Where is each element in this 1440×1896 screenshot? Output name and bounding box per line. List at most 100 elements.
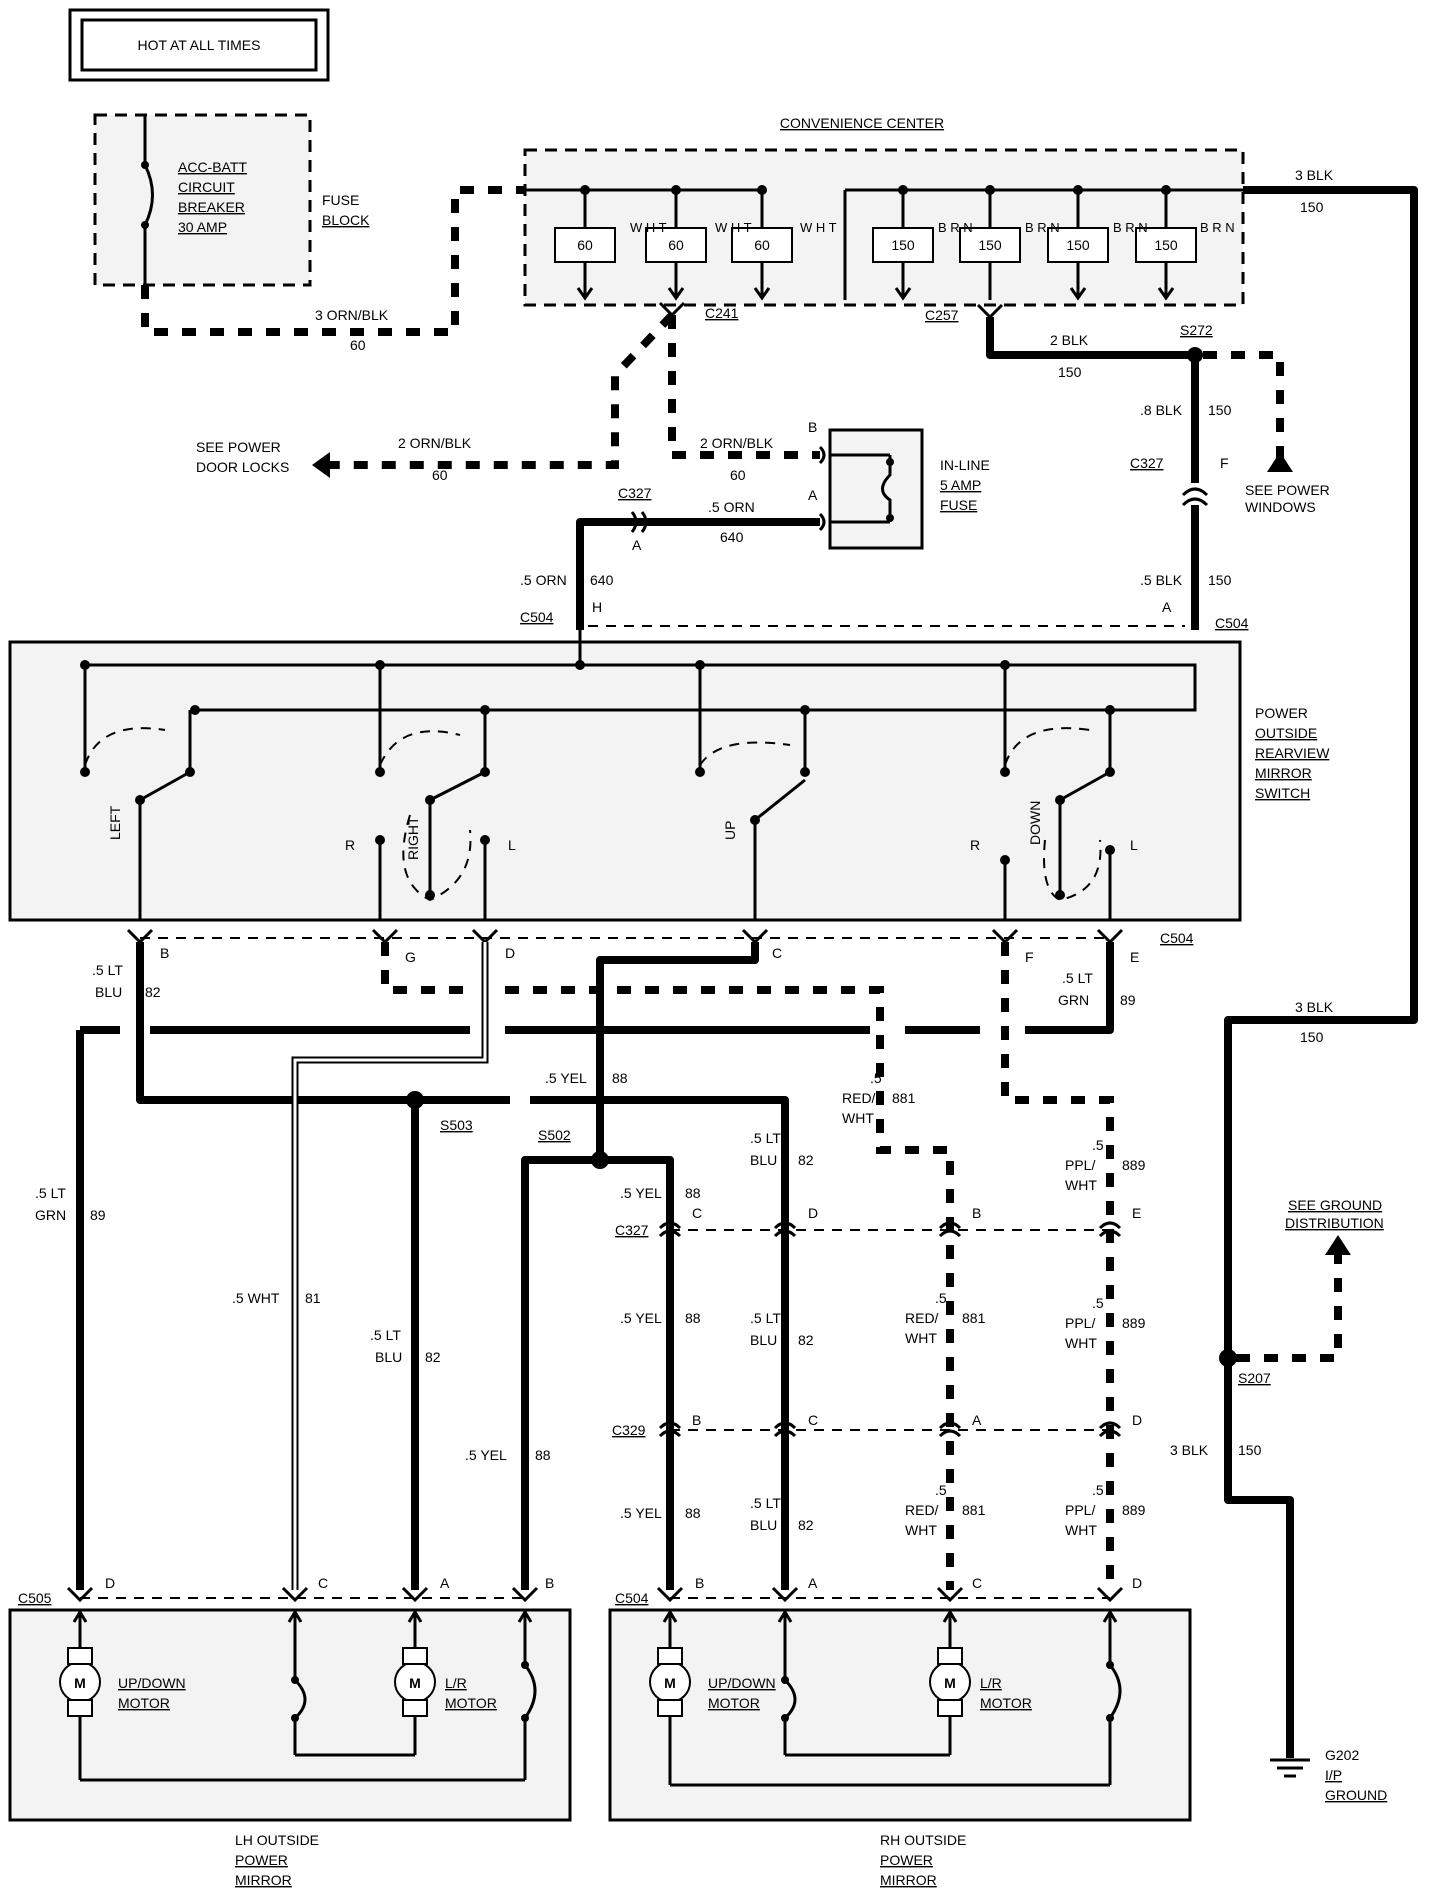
wire-150-s272: 150	[1058, 364, 1082, 380]
splice-s272: S272	[1180, 322, 1213, 338]
wire-wht-881-3: WHT	[905, 1522, 937, 1538]
fuse-block-label-2: BLOCK	[322, 212, 370, 228]
pin-a-c504-top: A	[1162, 599, 1172, 615]
wire-5-yel-rh-2: .5 YEL	[620, 1310, 662, 1326]
wire-88-lh: 88	[535, 1447, 551, 1463]
ground-label-3: GROUND	[1325, 1787, 1387, 1803]
rh-lr-m: M	[944, 1675, 956, 1691]
conn-c241: C241	[705, 305, 739, 321]
pos-right: RIGHT	[405, 816, 421, 860]
wire-150-8blk: 150	[1208, 402, 1232, 418]
svg-text:60: 60	[577, 237, 593, 253]
lh-lr-label-1: L/R	[445, 1675, 467, 1691]
wire-lt-blu-b-2: BLU	[95, 984, 122, 1000]
rh-mirror-label-3: MIRROR	[880, 1872, 937, 1888]
wire-5-881-2: .5	[935, 1290, 947, 1306]
pin-h-c504: H	[592, 599, 602, 615]
fuse-block: ACC-BATT CIRCUIT BREAKER 30 AMP FUSE BLO…	[93, 113, 370, 287]
fuse-150-a: 150	[872, 185, 934, 301]
wire-5-889-1: .5	[1092, 1137, 1104, 1153]
fuse-60-b: 60	[645, 185, 707, 301]
brn-label-4: B R N	[1200, 220, 1235, 235]
c327-lower-pins	[658, 1221, 1122, 1238]
wire-red-881-2: RED/	[905, 1310, 939, 1326]
wire-ppl-889-3: PPL/	[1065, 1502, 1095, 1518]
wire-82-rh-2: 82	[798, 1332, 814, 1348]
wire-60-right: 60	[730, 467, 746, 483]
wire-150-5blk: 150	[1208, 572, 1232, 588]
wire-60-left: 60	[432, 467, 448, 483]
switch-label-2: OUTSIDE	[1255, 725, 1317, 741]
wire-88-c: 88	[612, 1070, 628, 1086]
pin-b-c329: B	[692, 1412, 701, 1428]
ground-label-2: I/P	[1325, 1767, 1342, 1783]
switch-label-3: REARVIEW	[1255, 745, 1330, 761]
see-door-locks-1: SEE POWER	[196, 439, 281, 455]
wire-blu-rh-2: BLU	[750, 1332, 777, 1348]
pin-b-c327: B	[972, 1205, 981, 1221]
wire-640: 640	[720, 529, 744, 545]
wire-lt-rh-2: .5 LT	[750, 1310, 781, 1326]
wire-82-b: 82	[145, 984, 161, 1000]
pos-r-2: R	[970, 837, 980, 853]
wire-5-wht: .5 WHT	[232, 1290, 280, 1306]
wire-lt-rh-1a: .5 LT	[750, 1130, 781, 1146]
pos-left: LEFT	[107, 805, 123, 840]
wire-lt-grn-l-1: .5 LT	[35, 1185, 66, 1201]
lh-mirror-label-3: MIRROR	[235, 1872, 292, 1888]
pin-c-c504: C	[772, 945, 782, 961]
see-ground-2: DISTRIBUTION	[1285, 1215, 1384, 1231]
pos-r-1: R	[345, 837, 355, 853]
wire-3-orn-blk: 3 ORN/BLK	[315, 307, 389, 323]
wht-label-2: W H T	[715, 220, 752, 235]
rh-lr-label-1: L/R	[980, 1675, 1002, 1691]
wire-88-rh-3: 88	[685, 1505, 701, 1521]
pos-l-1: L	[508, 837, 516, 853]
c329-pins	[658, 1421, 1122, 1438]
wire-889-3: 889	[1122, 1502, 1146, 1518]
brn-label-1: B R N	[938, 220, 973, 235]
pin-b-fuse: B	[808, 419, 817, 435]
conn-c257: C257	[925, 307, 959, 323]
pin-e-c327: E	[1132, 1205, 1141, 1221]
mirror-switch: LEFT RIGHT UP DOWN R L R L	[8, 630, 1242, 922]
fuse-150-b: 150	[959, 185, 1021, 300]
brn-label-3: B R N	[1113, 220, 1148, 235]
svg-text:150: 150	[978, 237, 1002, 253]
rh-outside-mirror: M M UP/DOWN MOTOR L/R MOTOR	[608, 1608, 1192, 1822]
convenience-center-title: CONVENIENCE CENTER	[780, 115, 944, 131]
pin-b-c505: B	[545, 1575, 554, 1591]
svg-text:60: 60	[668, 237, 684, 253]
pos-up: UP	[722, 821, 738, 840]
pin-b-c504: B	[160, 945, 169, 961]
conn-c504-top-left: C504	[520, 609, 554, 625]
wire-lt-rh-3: .5 LT	[750, 1495, 781, 1511]
c504-pins	[126, 928, 1124, 945]
wire-wht-881-2: WHT	[905, 1330, 937, 1346]
fuse-150-d: 150	[1135, 185, 1197, 301]
wire-88-rh-1: 88	[685, 1185, 701, 1201]
hot-label: HOT AT ALL TIMES	[138, 37, 261, 53]
wire-red-881-3: RED/	[905, 1502, 939, 1518]
wire-89-l: 89	[90, 1207, 106, 1223]
wire-640-v: 640	[590, 572, 614, 588]
wht-label-3: W H T	[800, 220, 837, 235]
wire-889-2: 889	[1122, 1315, 1146, 1331]
wire-wht-889-2: WHT	[1065, 1335, 1097, 1351]
pin-d-c505: D	[105, 1575, 115, 1591]
wire-ppl-889-1: PPL/	[1065, 1157, 1095, 1173]
c505-pins	[66, 1586, 539, 1603]
pin-f-c504: F	[1025, 949, 1034, 965]
breaker-label-4: 30 AMP	[178, 219, 227, 235]
switch-label-5: SWITCH	[1255, 785, 1310, 801]
pin-c-c505: C	[318, 1575, 328, 1591]
pin-c-c327: C	[692, 1205, 702, 1221]
breaker-label-2: CIRCUIT	[178, 179, 235, 195]
wire-5-yel-lh: .5 YEL	[465, 1447, 507, 1463]
inline-fuse: B A IN-LINE 5 AMP FUSE	[808, 419, 990, 550]
hot-at-all-times-box: HOT AT ALL TIMES	[68, 8, 330, 82]
wire-5-yel-rh-1: .5 YEL	[620, 1185, 662, 1201]
wire-lt-s503-1: .5 LT	[370, 1327, 401, 1343]
see-power-windows-2: WINDOWS	[1245, 499, 1316, 515]
